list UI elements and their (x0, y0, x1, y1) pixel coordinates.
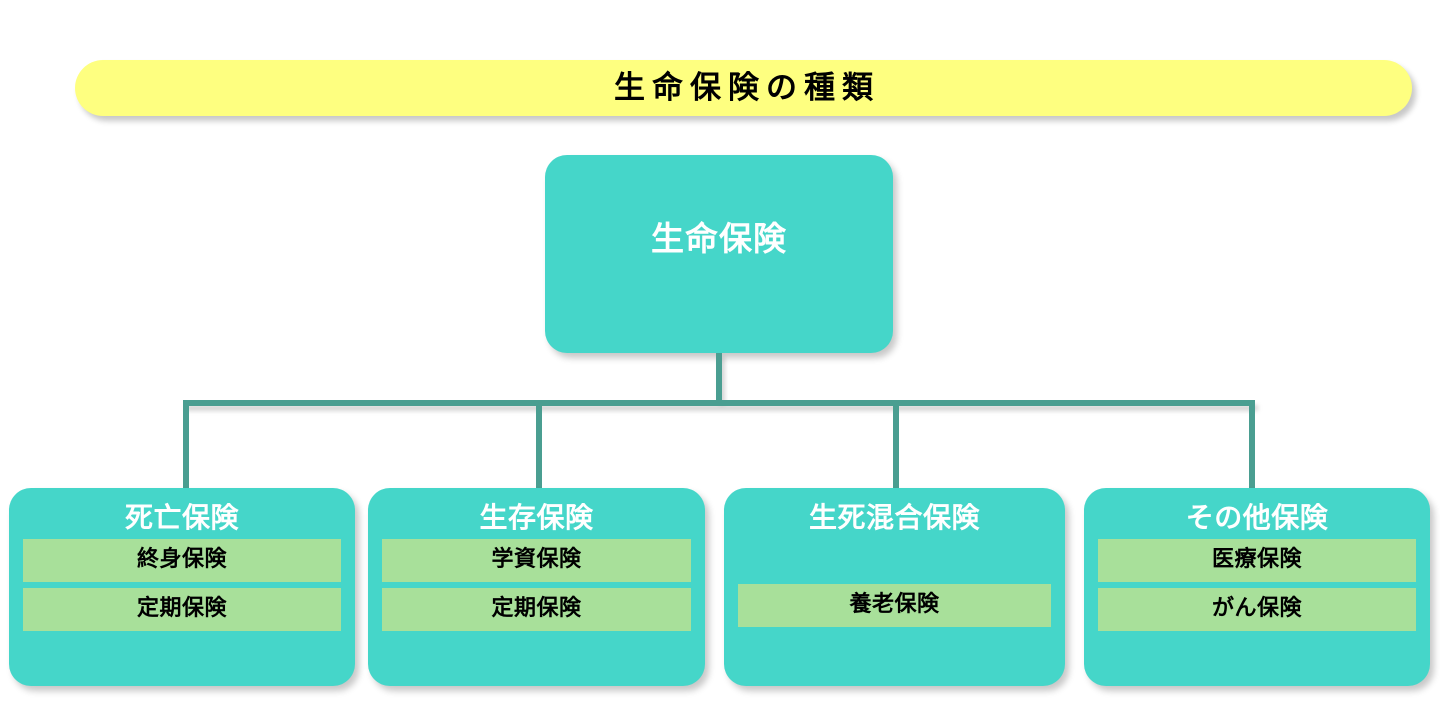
connector-drop-child-3 (893, 400, 899, 490)
sub-item[interactable]: 終身保険 (23, 539, 341, 582)
node-child-1-items: 終身保険 定期保険 (23, 539, 341, 672)
sub-item[interactable]: 養老保険 (738, 584, 1051, 627)
node-child-2-items: 学資保険 定期保険 (382, 539, 691, 672)
title-banner: 生命保険の種類 (75, 60, 1412, 116)
node-root-life-insurance[interactable]: 生命保険 (545, 155, 893, 353)
sub-item[interactable]: がん保険 (1098, 588, 1416, 631)
connector-horizontal-bus (183, 400, 1255, 406)
connector-shadow-bus (186, 405, 1258, 411)
node-child-mixed-insurance[interactable]: 生死混合保険 養老保険 (724, 488, 1065, 686)
connector-drop-child-4 (1249, 400, 1255, 490)
sub-item[interactable]: 学資保険 (382, 539, 691, 582)
node-child-1-title: 死亡保険 (124, 501, 239, 534)
connector-trunk-vertical (716, 353, 722, 406)
node-child-3-title: 生死混合保険 (808, 501, 980, 534)
sub-item[interactable]: 定期保険 (23, 588, 341, 631)
node-root-label: 生命保険 (651, 218, 787, 258)
node-child-death-insurance[interactable]: 死亡保険 終身保険 定期保険 (9, 488, 355, 686)
node-child-other-insurance[interactable]: その他保険 医療保険 がん保険 (1084, 488, 1430, 686)
sub-item[interactable]: 定期保険 (382, 588, 691, 631)
page-title: 生命保険の種類 (614, 69, 880, 106)
sub-item[interactable]: 医療保険 (1098, 539, 1416, 582)
node-child-2-title: 生存保険 (479, 501, 594, 534)
connector-shadow-trunk (719, 357, 725, 405)
node-child-4-title: その他保険 (1185, 501, 1329, 534)
node-child-3-items: 養老保険 (738, 539, 1051, 672)
connector-drop-child-2 (536, 400, 542, 490)
connector-drop-child-1 (183, 400, 189, 490)
node-child-4-items: 医療保険 がん保険 (1098, 539, 1416, 672)
node-child-survival-insurance[interactable]: 生存保険 学資保険 定期保険 (368, 488, 705, 686)
